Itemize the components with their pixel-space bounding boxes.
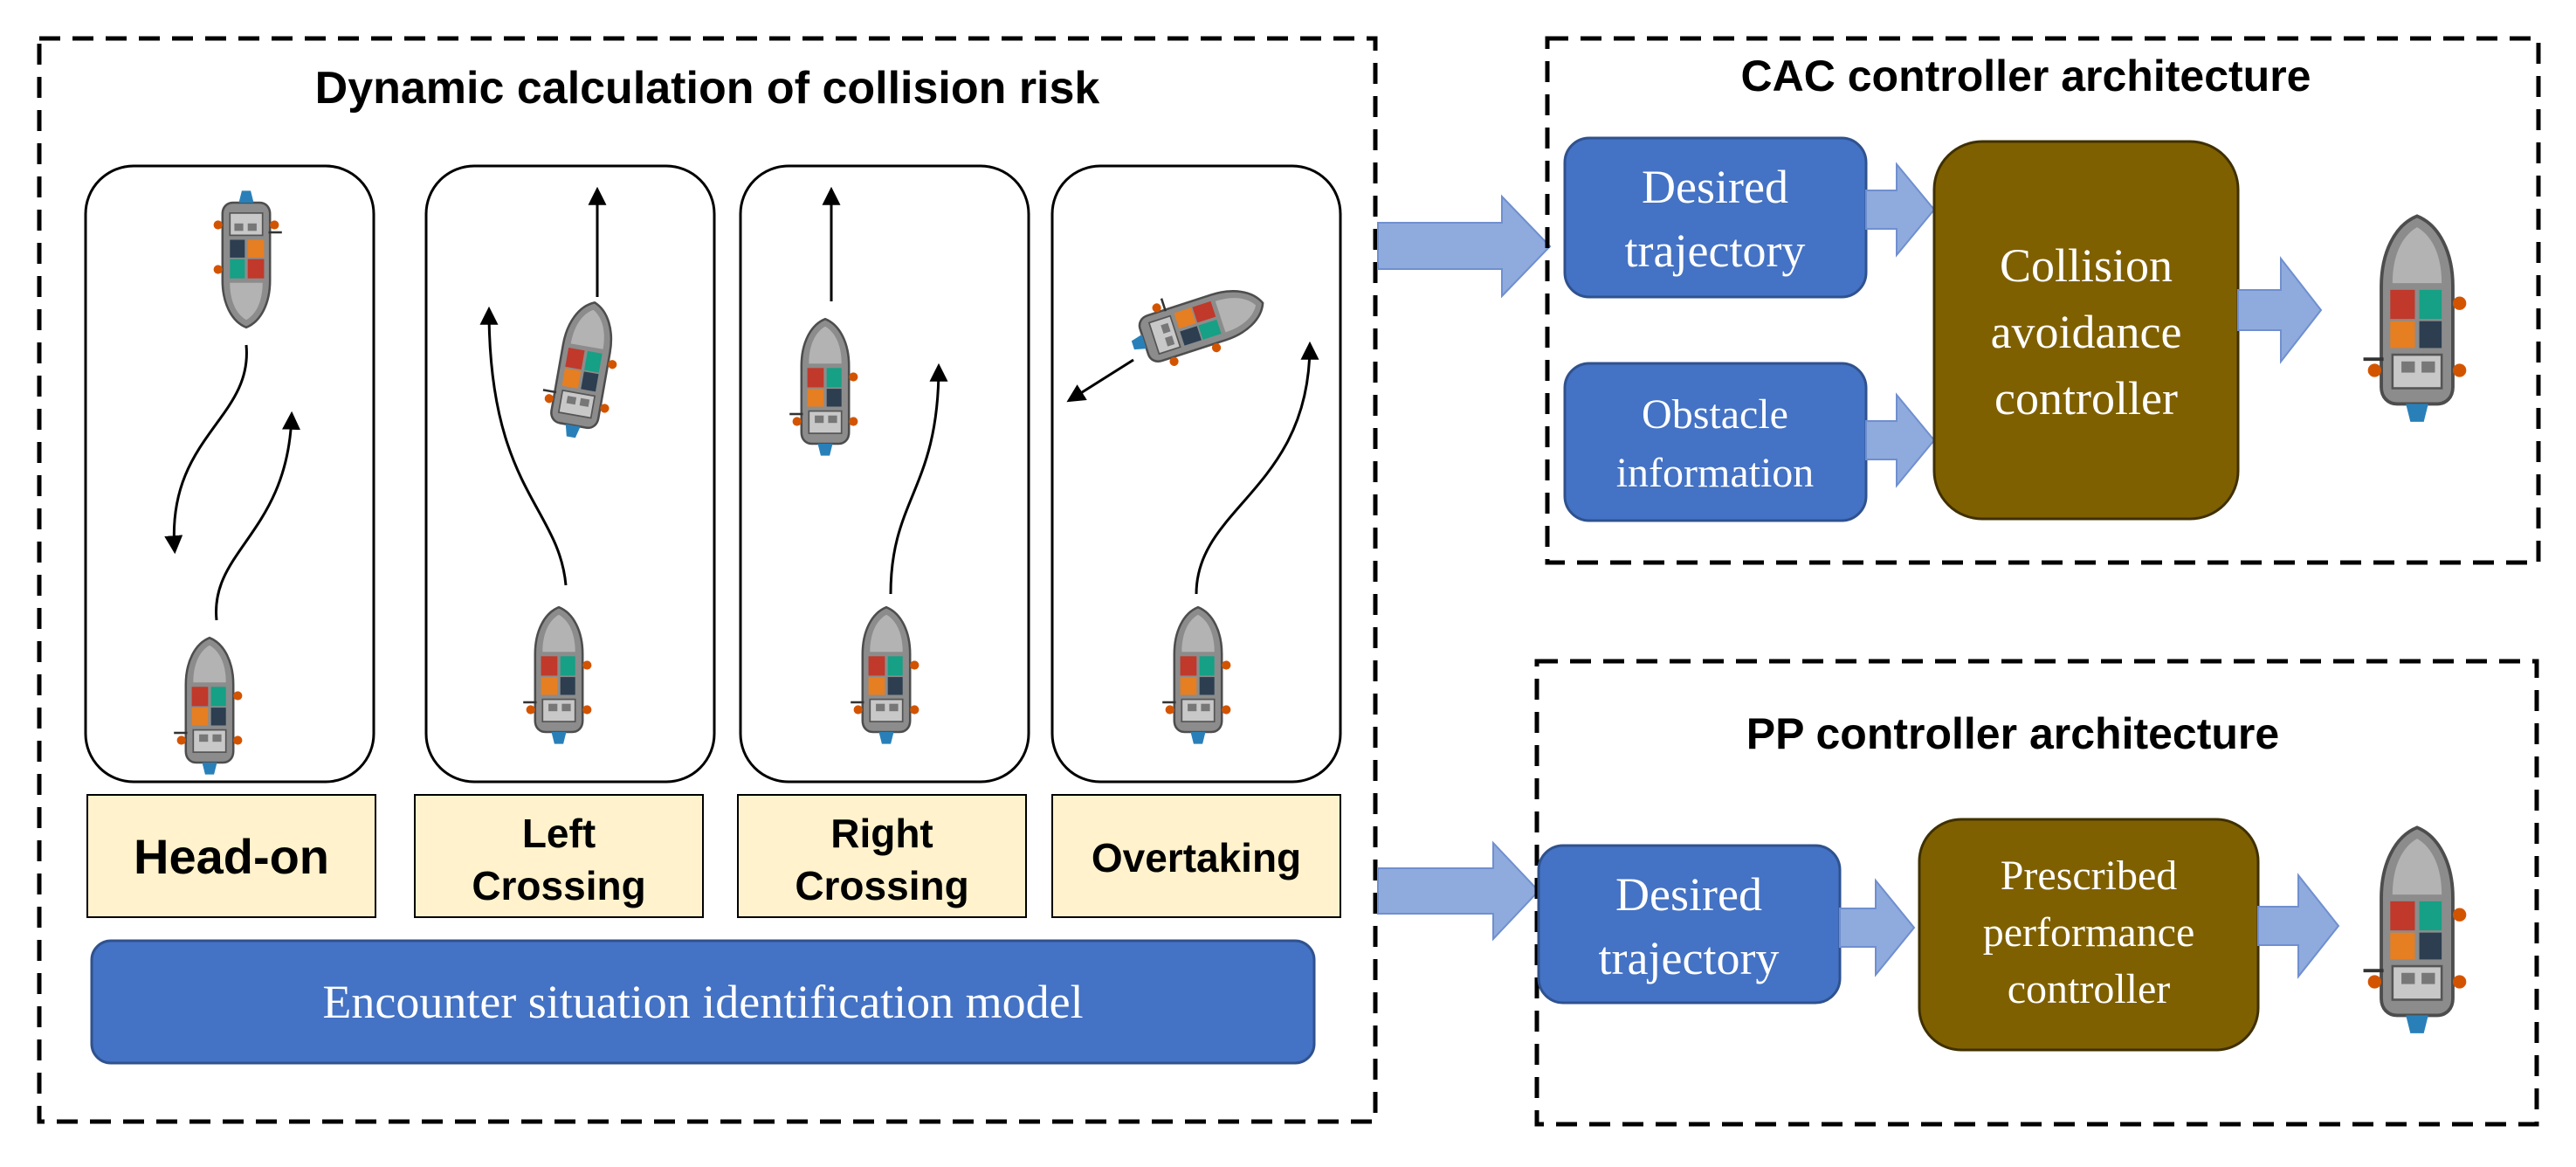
- pp-desired-line2: trajectory: [1599, 932, 1780, 984]
- cac-panel-title: CAC controller architecture: [1741, 52, 2311, 100]
- flow-arrow-to-pp: [1377, 840, 1540, 942]
- cac-arrow-controller-to-ship: [2237, 256, 2323, 364]
- pp-desired-line1: Desired: [1615, 868, 1762, 921]
- cac-controller-line2: avoidance: [1991, 306, 2182, 358]
- cac-obstacle-line1: Obstacle: [1642, 391, 1788, 438]
- cac-controller-line1: Collision: [2000, 239, 2173, 292]
- scenario-label-box: [737, 794, 1027, 918]
- trajectory-arrow: [1066, 358, 1134, 403]
- encounter-model-label: Encounter situation identification model: [322, 976, 1083, 1028]
- trajectory-arrow: [889, 363, 948, 595]
- scenario-label-head-on: Head-on: [134, 829, 329, 884]
- scenario-label-right-line1: Right: [830, 811, 933, 856]
- scenario-label-left-line1: Left: [522, 811, 596, 856]
- cac-panel-frame: [1545, 36, 2541, 565]
- scenario-frame-right-crossing: [739, 164, 1030, 784]
- pp-controller-line3: controller: [2008, 966, 2171, 1012]
- scenario-frame-overtaking: [1050, 164, 1342, 784]
- pp-controller-line2: performance: [1983, 909, 2195, 956]
- cac-obstacle-information-box: [1563, 362, 1868, 522]
- pp-controller-line1: Prescribed: [2001, 853, 2178, 899]
- scenario-label-box: [414, 794, 704, 918]
- trajectory-arrow: [479, 306, 568, 586]
- trajectory-arrow: [215, 411, 300, 621]
- ship-icon: [2361, 825, 2469, 1035]
- ship-icon: [2361, 214, 2469, 424]
- scenario-label-overtaking: Overtaking: [1092, 835, 1301, 880]
- left-panel-title: Dynamic calculation of collision risk: [315, 63, 1100, 114]
- trajectory-arrow: [164, 344, 248, 555]
- pp-arrow-controller-to-ship: [2257, 873, 2340, 979]
- pp-panel-frame: [1534, 659, 2539, 1127]
- scenario-frame-head-on: [84, 164, 375, 784]
- scenario-label-box: [1051, 794, 1341, 918]
- scenario-label-left-line2: Crossing: [472, 863, 645, 908]
- cac-arrow-obstacle-to-controller: [1865, 392, 1936, 488]
- cac-desired-line2: trajectory: [1625, 224, 1806, 277]
- scenario-label-right-line2: Crossing: [795, 863, 968, 908]
- pp-panel-title: PP controller architecture: [1746, 709, 2279, 758]
- flow-arrow-to-cac: [1377, 194, 1552, 299]
- left-panel-frame: [37, 36, 1378, 1124]
- scenario-label-box: [86, 794, 376, 918]
- cac-obstacle-line2: information: [1616, 450, 1815, 496]
- cac-desired-line1: Desired: [1642, 161, 1788, 213]
- pp-arrow-desired-to-controller: [1839, 878, 1916, 977]
- cac-arrow-desired-to-controller: [1865, 162, 1936, 258]
- encounter-model-bar: [90, 939, 1316, 1065]
- trajectory-arrow: [1195, 341, 1319, 595]
- cac-controller-line3: controller: [1994, 372, 2178, 425]
